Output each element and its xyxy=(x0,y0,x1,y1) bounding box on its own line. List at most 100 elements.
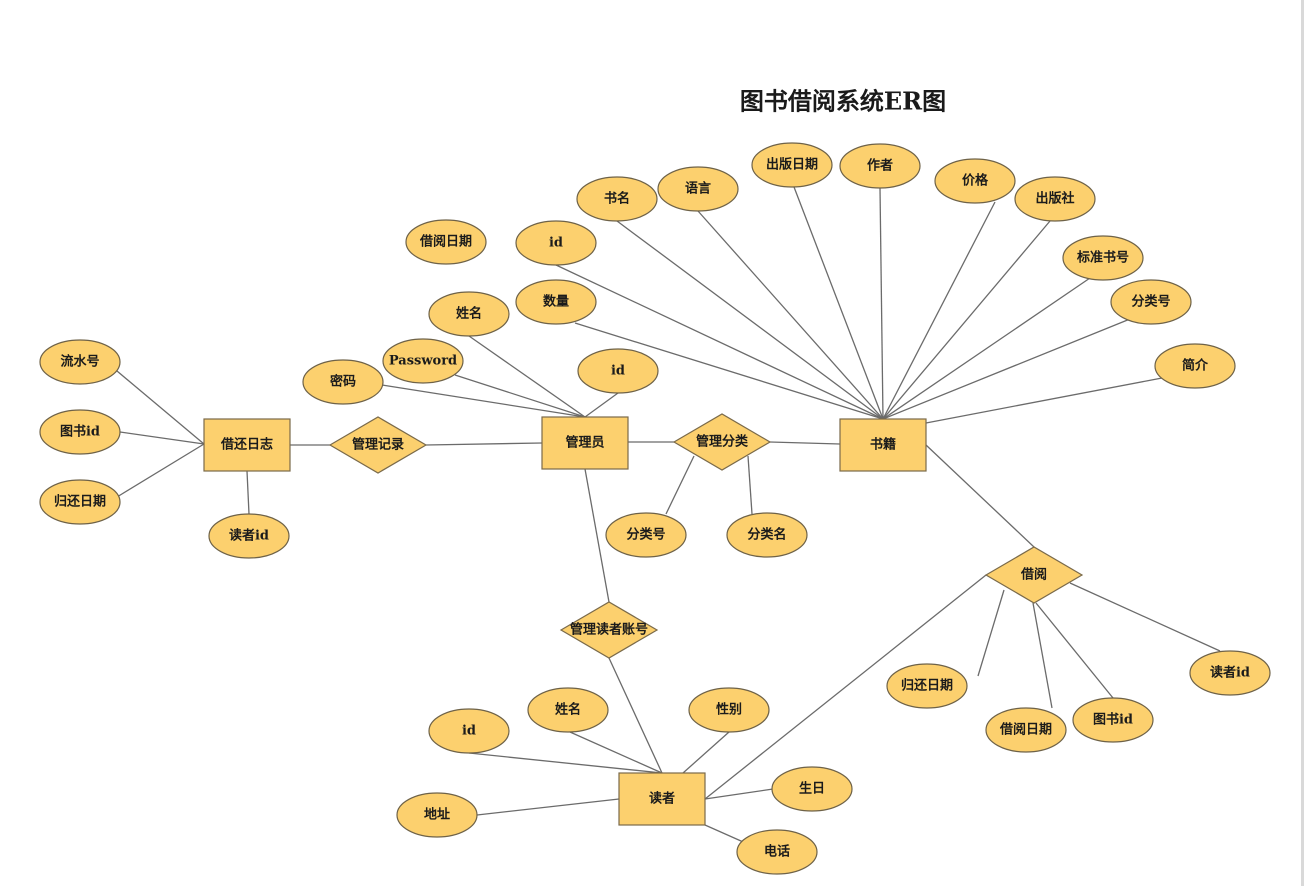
attribute-book_lang: 语言 xyxy=(657,166,739,212)
attribute-book_publisher: 出版社 xyxy=(1014,176,1096,222)
attribute-ellipse xyxy=(302,359,384,405)
connector-line xyxy=(879,187,884,420)
attribute-ellipse xyxy=(1014,176,1096,222)
connector-line xyxy=(584,392,619,418)
attribute-label: 归还日期 xyxy=(54,494,106,510)
attribute-label: Password xyxy=(389,354,457,369)
diagram-title: 图书借阅系统ER图 xyxy=(740,87,946,116)
attribute-ellipse xyxy=(1154,343,1236,389)
attribute-ellipse xyxy=(726,512,808,558)
connector-line xyxy=(925,444,1035,548)
connector-line xyxy=(584,468,610,603)
attribute-ellipse xyxy=(985,707,1067,753)
attribute-ellipse xyxy=(577,348,659,394)
attribute-book_qty: 数量 xyxy=(515,279,597,325)
attribute-book_id: id xyxy=(515,220,597,266)
connector-line xyxy=(468,335,586,418)
attribute-label: 姓名 xyxy=(455,306,482,322)
attribute-ellipse xyxy=(208,513,290,559)
connector-lines xyxy=(116,186,1221,846)
attribute-label: 简介 xyxy=(1182,358,1209,374)
connector-line xyxy=(882,201,996,420)
attribute-ellipse xyxy=(39,409,121,455)
connector-line xyxy=(119,431,205,445)
connector-line xyxy=(116,370,205,445)
relationship-r_class: 管理分类 xyxy=(672,413,772,471)
connector-line xyxy=(1069,582,1221,652)
relationship-diamond xyxy=(984,546,1084,604)
attribute-label: 价格 xyxy=(962,173,989,189)
attribute-ellipse xyxy=(576,176,658,222)
connector-line xyxy=(574,322,884,420)
attribute-label: 读者id xyxy=(229,528,269,544)
attribute-ellipse xyxy=(1110,279,1192,325)
attribute-label: 归还日期 xyxy=(901,678,953,694)
relationship-diamond xyxy=(672,413,772,471)
attribute-book_price: 价格 xyxy=(934,158,1016,204)
attribute-label: 流水号 xyxy=(60,354,99,370)
connector-line xyxy=(608,657,663,774)
attribute-book_title: 书名 xyxy=(576,176,658,222)
attribute-borrow_readerid: 读者id xyxy=(1189,650,1271,696)
relationship-r_record: 管理记录 xyxy=(328,416,428,474)
connector-line xyxy=(665,455,695,515)
relationship-label: 借阅 xyxy=(1020,567,1047,583)
attribute-ellipse xyxy=(736,829,818,875)
attribute-label: 地址 xyxy=(424,807,450,823)
attribute-admin_pwd: 密码 xyxy=(302,359,384,405)
attribute-log_readerid: 读者id xyxy=(208,513,290,559)
attribute-log_return: 归还日期 xyxy=(39,479,121,525)
attribute-book_author: 作者 xyxy=(839,143,921,189)
entity-label: 书籍 xyxy=(870,437,896,453)
connector-line xyxy=(476,798,620,816)
attribute-ellipse xyxy=(839,143,921,189)
relationship-label: 管理记录 xyxy=(352,437,404,453)
attribute-reader_phone: 电话 xyxy=(736,829,818,875)
diagram-nodes: 借还日志管理员书籍读者管理记录管理分类管理读者账号借阅流水号图书id归还日期读者… xyxy=(39,142,1271,875)
attribute-book_summary: 简介 xyxy=(1154,343,1236,389)
attribute-admin_id: id xyxy=(577,348,659,394)
attribute-book_classno: 分类号 xyxy=(1110,279,1192,325)
attribute-label: 借阅日期 xyxy=(419,234,472,250)
attribute-ellipse xyxy=(527,687,609,733)
connector-line xyxy=(882,318,1131,420)
relationship-diamond xyxy=(559,601,659,659)
entity-label: 读者 xyxy=(649,791,675,807)
attribute-label: id xyxy=(611,364,625,379)
attribute-book_pubdate: 出版日期 xyxy=(751,142,833,188)
entity-log: 借还日志 xyxy=(203,418,291,472)
attribute-ellipse xyxy=(405,219,487,265)
scrollbar-track xyxy=(1301,0,1304,886)
attribute-ellipse xyxy=(657,166,739,212)
attribute-label: 作者 xyxy=(867,158,893,174)
connector-line xyxy=(616,220,884,420)
attribute-label: 分类名 xyxy=(747,527,786,543)
attribute-label: 密码 xyxy=(329,374,356,390)
connector-line xyxy=(381,384,586,418)
attribute-label: 性别 xyxy=(716,702,742,718)
connector-line xyxy=(704,788,774,800)
attribute-ellipse xyxy=(39,339,121,385)
attribute-ellipse xyxy=(39,479,121,525)
attribute-label: 标准书号 xyxy=(1076,250,1129,266)
attribute-ellipse xyxy=(428,291,510,337)
attribute-admin_name: 姓名 xyxy=(428,291,510,337)
attribute-label: 生日 xyxy=(799,781,825,797)
attribute-ellipse xyxy=(515,279,597,325)
attribute-reader_name: 姓名 xyxy=(527,687,609,733)
attribute-borrow_date: 借阅日期 xyxy=(985,707,1067,753)
attribute-label: 图书id xyxy=(60,424,100,440)
attribute-label: 图书id xyxy=(1093,712,1133,728)
attribute-book_isbn: 标准书号 xyxy=(1062,235,1144,281)
entity-book: 书籍 xyxy=(839,418,927,472)
connector-line xyxy=(468,752,663,774)
relationship-diamond xyxy=(328,416,428,474)
relationship-label: 管理读者账号 xyxy=(570,622,648,638)
attribute-label: 数量 xyxy=(543,294,569,310)
connector-line xyxy=(1035,602,1114,699)
attribute-ellipse xyxy=(886,663,968,709)
attribute-admin_pwd_en: Password xyxy=(382,338,464,384)
entity-reader: 读者 xyxy=(618,772,706,826)
connector-line xyxy=(555,264,884,420)
attribute-class_no: 分类号 xyxy=(605,512,687,558)
